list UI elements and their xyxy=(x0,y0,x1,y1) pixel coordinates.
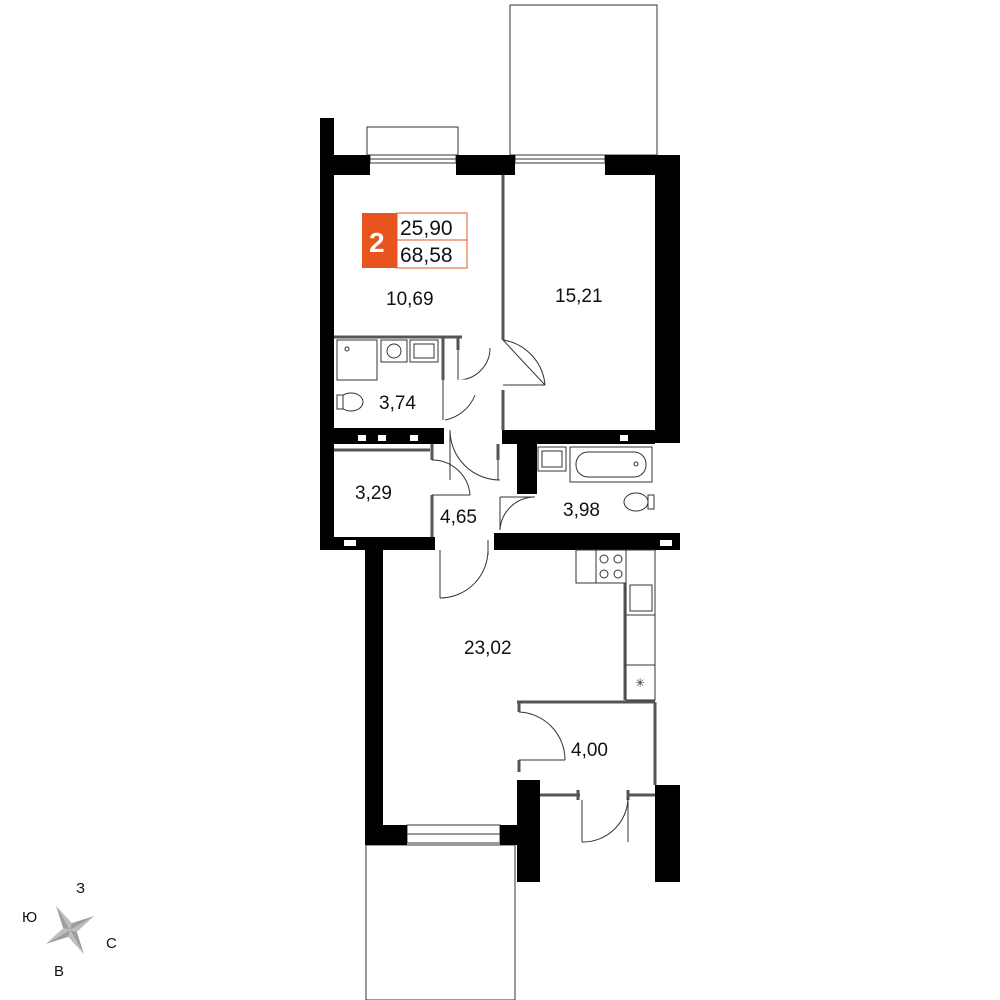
door-swing xyxy=(581,797,629,843)
balcony-top-left xyxy=(366,126,459,156)
door-swing xyxy=(457,347,491,381)
rooms-count-box xyxy=(362,213,397,268)
door-swing xyxy=(444,394,476,421)
room-area-label: 4,65 xyxy=(440,507,477,528)
compass-west: Ю xyxy=(22,909,37,926)
balcony-top-right xyxy=(509,4,658,156)
area-badge: 2 25,90 68,58 xyxy=(362,212,468,269)
total-area: 68,58 xyxy=(400,244,453,267)
stove xyxy=(595,549,627,584)
toilet xyxy=(623,492,649,512)
svg-text:✳: ✳ xyxy=(635,676,645,690)
kitchen-fixtures: ✳ xyxy=(575,549,656,701)
doors xyxy=(431,339,629,843)
balcony-bottom xyxy=(365,844,516,1000)
door-swing xyxy=(518,711,566,761)
balconies xyxy=(365,4,658,1000)
door-swing xyxy=(449,429,501,481)
room-area-label: 4,00 xyxy=(571,740,608,761)
compass-star-icon xyxy=(45,905,95,955)
room-area-label: 3,74 xyxy=(379,393,416,414)
partitions xyxy=(334,175,657,800)
room-labels: 10,69 15,21 3,74 3,29 4,65 3,98 23,02 4,… xyxy=(355,286,608,761)
rooms-count: 2 xyxy=(369,227,385,258)
bathroom-right-fixtures xyxy=(537,446,655,512)
door-swing xyxy=(502,339,546,386)
room-area-label: 15,21 xyxy=(555,286,603,307)
windows xyxy=(369,154,606,844)
door-swing xyxy=(431,459,471,496)
room-area-label: 23,02 xyxy=(464,638,512,659)
compass-north: З xyxy=(76,880,85,897)
door-swing xyxy=(499,496,536,531)
compass: З Ю С В xyxy=(22,880,117,980)
living-area: 25,90 xyxy=(400,217,453,240)
shower xyxy=(336,339,378,381)
room-area-label: 3,29 xyxy=(355,483,392,504)
compass-south: В xyxy=(54,963,64,980)
counter-right xyxy=(625,549,656,701)
compass-east: С xyxy=(106,935,117,952)
room-area-label: 10,69 xyxy=(386,289,434,310)
kitchen-sink xyxy=(629,584,653,612)
door-swing xyxy=(439,549,489,599)
bathroom-left-fixtures xyxy=(336,339,439,412)
room-area-label: 3,98 xyxy=(563,500,600,521)
